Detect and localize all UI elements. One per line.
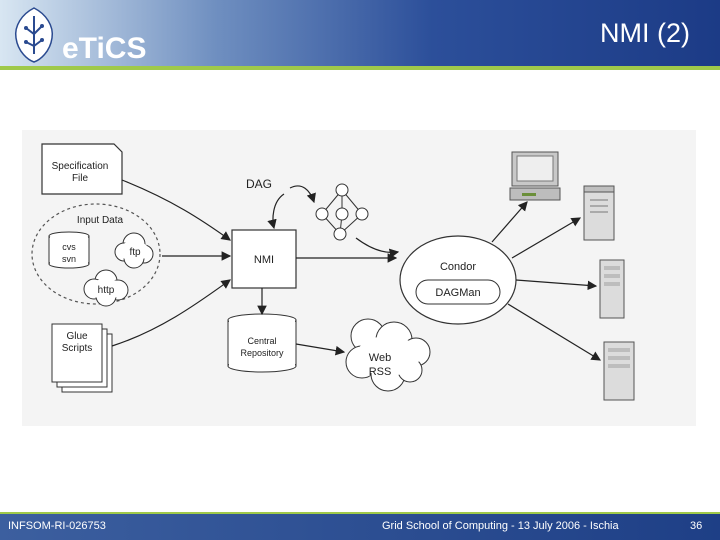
web-label: Web — [369, 352, 391, 364]
glue-line2: Scripts — [62, 343, 93, 354]
logo-text: eTiCS — [62, 32, 146, 65]
header-accent-band — [0, 66, 720, 70]
central-line2: Repository — [240, 348, 284, 358]
page-title: NMI (2) — [600, 18, 690, 48]
server-tower-1-icon — [583, 185, 615, 241]
nmi-label: NMI — [254, 254, 274, 266]
arrow-condor-to-desktop — [491, 201, 528, 243]
arrow-condor-to-server3 — [507, 303, 602, 361]
arrow-spec-to-nmi — [121, 179, 231, 241]
footer-accent-band — [0, 512, 720, 515]
arrow-condor-to-server2 — [515, 279, 598, 291]
condor-pool: Condor DAGMan — [399, 235, 517, 325]
arrow-condor-to-server1 — [511, 217, 582, 259]
spec-file-line1: Specification — [52, 161, 109, 172]
glue-scripts-docs: Glue Scripts — [51, 323, 113, 393]
central-line1: Central — [247, 336, 276, 346]
svn-label: svn — [62, 254, 76, 264]
central-repository-db: Central Repository — [227, 313, 297, 373]
specification-file-doc: Specification File — [41, 143, 123, 195]
ftp-label: ftp — [129, 247, 141, 258]
arrow-dag-to-graph — [289, 185, 316, 204]
nmi-diagram: Specification File Input Data cvs svn f — [22, 130, 696, 426]
input-data-label: Input Data — [77, 215, 124, 226]
dag-graph-icon — [315, 183, 369, 241]
web-rss-cloud: Web RSS — [345, 318, 431, 392]
condor-label: Condor — [440, 261, 476, 273]
spec-file-line2: File — [72, 173, 89, 184]
arrow-graph-to-condor — [355, 237, 400, 259]
arrow-glue-to-nmi — [111, 279, 231, 347]
nmi-box: NMI — [231, 229, 297, 289]
server-tower-3-icon — [603, 341, 635, 401]
page-number: 36 — [690, 520, 703, 532]
dagman-label: DAGMan — [435, 287, 480, 299]
header-banner: eTiCS NMI (2) — [0, 0, 720, 70]
etics-logo: eTiCS — [14, 7, 146, 65]
dag-label: DAG — [246, 177, 272, 191]
arrow-dag-to-nmi — [267, 193, 285, 230]
desktop-computer-icon — [509, 151, 561, 201]
footer-event-info: Grid School of Computing - 13 July 2006 … — [382, 520, 619, 532]
footer-bar — [0, 514, 720, 540]
rss-label: RSS — [369, 366, 392, 378]
http-label: http — [98, 285, 115, 296]
footer-project-id: INFSOM-RI-026753 — [8, 520, 106, 532]
arrow-repo-to-web — [295, 343, 346, 356]
http-cloud-icon: http — [83, 269, 129, 307]
server-tower-2-icon — [599, 259, 625, 319]
input-data-group: Input Data cvs svn ftp — [31, 203, 161, 307]
ftp-cloud-icon: ftp — [114, 232, 154, 269]
cvs-label: cvs — [62, 242, 76, 252]
cvs-svn-database-icon: cvs svn — [48, 231, 90, 269]
glue-line1: Glue — [66, 331, 88, 342]
